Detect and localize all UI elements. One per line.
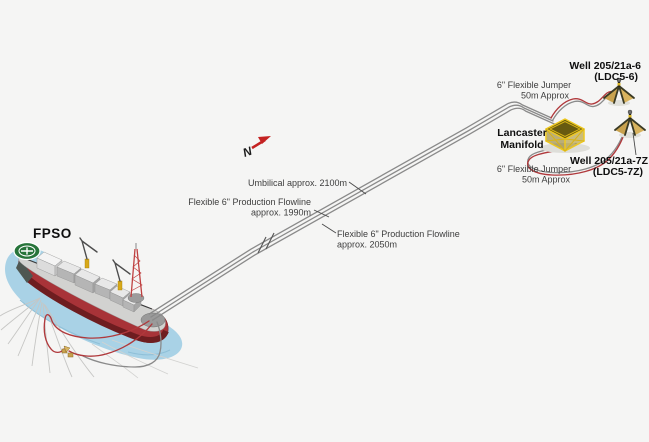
fpso-deck-modules bbox=[36, 251, 142, 313]
water-ripple bbox=[127, 349, 171, 356]
flowline-1990-label: Flexible 6" Production Flowline approx. … bbox=[188, 197, 311, 218]
svg-text:6" Flexible Jumper: 6" Flexible Jumper bbox=[497, 164, 571, 174]
flowline-2050-label: Flexible 6" Production Flowline approx. … bbox=[337, 229, 460, 250]
water-ripple bbox=[19, 299, 101, 345]
umbilical-label: Umbilical approx. 2100m bbox=[248, 178, 347, 188]
north-label: N bbox=[241, 144, 254, 160]
leader-line-flowline-2050 bbox=[321, 223, 337, 234]
flowline-red-top bbox=[148, 101, 552, 315]
north-arrowhead bbox=[258, 136, 271, 144]
north-arrow: N bbox=[241, 136, 271, 160]
svg-text:Lancaster: Lancaster bbox=[497, 127, 547, 139]
wellhead-ldc5-7z bbox=[614, 109, 646, 138]
svg-text:6" Flexible Jumper: 6" Flexible Jumper bbox=[497, 80, 571, 90]
bow-shadow bbox=[16, 259, 33, 283]
svg-text:Flexible 6" Production Flowlin: Flexible 6" Production Flowline bbox=[337, 229, 460, 239]
svg-text:approx. 2050m: approx. 2050m bbox=[337, 240, 397, 250]
svg-text:50m Approx: 50m Approx bbox=[522, 175, 571, 185]
riser-lines bbox=[43, 314, 162, 368]
svg-text:Well 205/21a-6: Well 205/21a-6 bbox=[569, 60, 641, 72]
well-205-21a-6-label: Well 205/21a-6 (LDC5-6) bbox=[569, 60, 641, 83]
crane bbox=[112, 259, 131, 291]
pipeline-break-marks bbox=[257, 232, 275, 254]
fpso-vessel bbox=[0, 237, 199, 379]
seabed-anchor bbox=[61, 345, 74, 358]
well-205-21a-7z-label: Well 205/21a-7Z (LDC5-7Z) bbox=[570, 155, 649, 178]
wellhead-ldc5-6 bbox=[603, 77, 635, 106]
jumper-bottom-line bbox=[527, 126, 627, 176]
svg-text:approx. 1990m: approx. 1990m bbox=[251, 208, 311, 218]
leader-line-flowline-1990 bbox=[313, 209, 330, 218]
mooring-lines bbox=[0, 297, 199, 379]
helideck bbox=[13, 241, 41, 261]
jumper-bottom-label: 6" Flexible Jumper 50m Approx bbox=[497, 164, 571, 185]
flare-tower bbox=[127, 243, 145, 303]
svg-text:(LDC5-7Z): (LDC5-7Z) bbox=[593, 166, 643, 178]
fpso-label: FPSO bbox=[33, 226, 72, 241]
leader-line-umbilical bbox=[348, 181, 367, 195]
svg-text:50m Approx: 50m Approx bbox=[521, 91, 570, 101]
svg-text:Flexible 6" Production Flowlin: Flexible 6" Production Flowline bbox=[188, 197, 311, 207]
svg-text:Well 205/21a-7Z: Well 205/21a-7Z bbox=[570, 155, 649, 167]
leader-line-well-7z bbox=[632, 132, 637, 156]
flowline-red-bottom bbox=[152, 107, 556, 321]
crane bbox=[79, 237, 98, 269]
svg-text:Manifold: Manifold bbox=[500, 139, 543, 151]
lancaster-manifold-structure bbox=[540, 118, 590, 153]
jumper-top-label: 6" Flexible Jumper 50m Approx bbox=[497, 80, 571, 101]
svg-text:(LDC5-6): (LDC5-6) bbox=[594, 71, 638, 83]
lancaster-manifold-label: Lancaster Manifold bbox=[497, 127, 547, 151]
pipeline-bundle bbox=[148, 101, 556, 321]
